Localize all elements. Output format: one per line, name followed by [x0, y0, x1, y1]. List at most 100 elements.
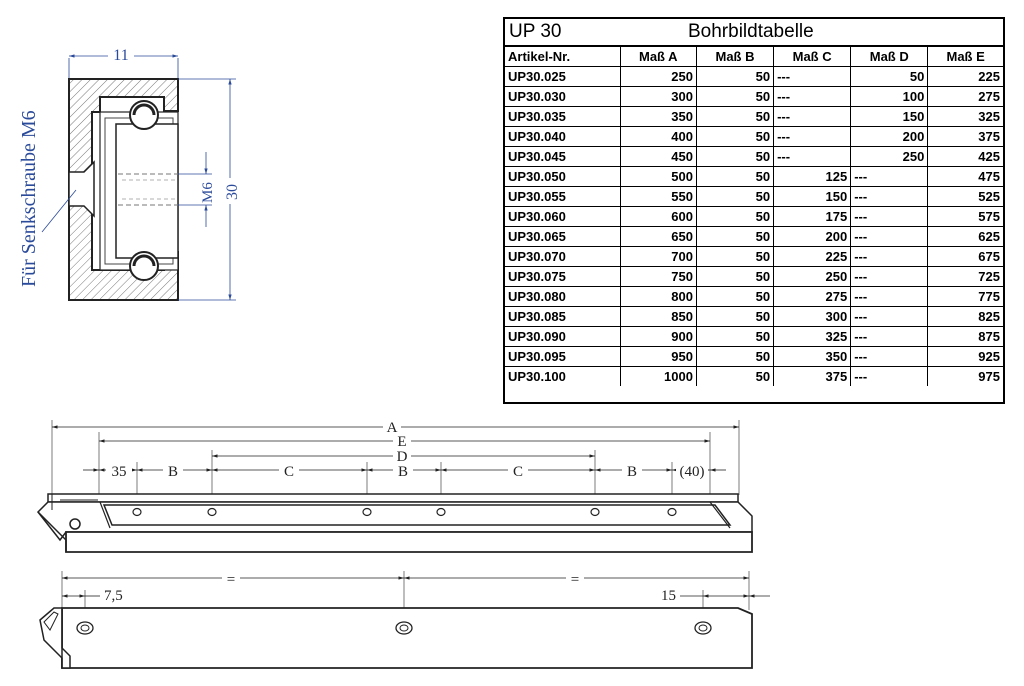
cell-value: 575 [927, 206, 1003, 228]
cell-artikel: UP30.050 [505, 166, 621, 188]
cell-value: 50 [850, 66, 929, 88]
cell-value: --- [850, 346, 929, 368]
cell-value: --- [850, 286, 929, 308]
cell-value: --- [850, 226, 929, 248]
cell-value: 800 [619, 286, 697, 308]
cell-value: --- [773, 86, 852, 108]
equal-left: = [227, 572, 235, 588]
cell-value: 50 [695, 106, 775, 128]
table-title-bar: UP 30 Bohrbildtabelle [505, 19, 1003, 47]
cell-artikel: UP30.095 [505, 346, 621, 368]
cell-artikel: UP30.030 [505, 86, 621, 108]
cell-value: 300 [773, 306, 852, 328]
dim-D: D [397, 449, 408, 465]
cell-value: --- [850, 186, 929, 208]
cell-value: --- [850, 366, 929, 387]
cell-value: 525 [927, 186, 1003, 208]
cell-artikel: UP30.085 [505, 306, 621, 328]
cell-value: 50 [695, 346, 775, 368]
cell-value: 600 [619, 206, 697, 228]
dim-B-2: B [398, 464, 408, 480]
cell-value: 325 [773, 326, 852, 348]
cell-value: 325 [927, 106, 1003, 128]
cell-value: 125 [773, 166, 852, 188]
cell-artikel: UP30.080 [505, 286, 621, 308]
equal-right: = [571, 572, 579, 588]
cell-value: 50 [695, 246, 775, 268]
cell-value: 250 [773, 266, 852, 288]
cell-value: 975 [927, 366, 1003, 387]
cell-artikel: UP30.100 [505, 366, 621, 387]
cell-value: 700 [619, 246, 697, 268]
col-header-a: Maß A [619, 47, 697, 68]
cell-value: --- [850, 246, 929, 268]
screw-note: Für Senkschraube M6 [18, 110, 40, 287]
col-header-artikel: Artikel-Nr. [505, 47, 621, 68]
dim-C-2: C [513, 464, 523, 480]
hole-right-icon [694, 621, 712, 635]
cell-value: 50 [695, 226, 775, 248]
cell-value: --- [850, 206, 929, 228]
cell-value: 50 [695, 86, 775, 108]
cell-value: 50 [695, 206, 775, 228]
cell-value: 50 [695, 366, 775, 387]
cell-value: --- [850, 326, 929, 348]
cell-value: 275 [773, 286, 852, 308]
cell-value: --- [773, 126, 852, 148]
cell-value: --- [850, 306, 929, 328]
col-header-d: Maß D [850, 47, 929, 68]
cell-value: 50 [695, 66, 775, 88]
dim-A: A [387, 420, 398, 436]
col-header-b: Maß B [695, 47, 775, 68]
cell-value: 200 [850, 126, 929, 148]
dim-C-1: C [284, 464, 294, 480]
section-height-label: 30 [224, 184, 241, 200]
table-header-row: Artikel-Nr. Maß A Maß B Maß C Maß D Maß … [505, 47, 1003, 68]
cell-value: 1000 [619, 366, 697, 387]
offset-right: 15 [661, 588, 676, 604]
cell-value: 225 [927, 66, 1003, 88]
cell-value: 375 [773, 366, 852, 387]
cell-value: 825 [927, 306, 1003, 328]
cell-value: 50 [695, 326, 775, 348]
roller-icon [69, 518, 81, 530]
cell-value: 50 [695, 186, 775, 208]
cell-value: 300 [619, 86, 697, 108]
cell-value: 350 [619, 106, 697, 128]
cell-artikel: UP30.055 [505, 186, 621, 208]
cell-value: 500 [619, 166, 697, 188]
cell-value: 425 [927, 146, 1003, 168]
product-code: UP 30 [509, 21, 562, 42]
cell-artikel: UP30.070 [505, 246, 621, 268]
cell-value: 275 [927, 86, 1003, 108]
hole-mid-icon [395, 621, 413, 635]
cell-value: 250 [619, 66, 697, 88]
thread-label: M6 [200, 182, 216, 203]
cell-value: 250 [850, 146, 929, 168]
cell-value: 100 [850, 86, 929, 108]
cell-value: 50 [695, 306, 775, 328]
cell-value: 900 [619, 326, 697, 348]
cell-artikel: UP30.025 [505, 66, 621, 88]
cell-artikel: UP30.090 [505, 326, 621, 348]
cell-value: 50 [695, 266, 775, 288]
dim-40: (40) [680, 464, 705, 480]
cell-artikel: UP30.060 [505, 206, 621, 228]
bohrbild-table: UP 30 Bohrbildtabelle Artikel-Nr. Maß A … [503, 17, 1005, 404]
cell-value: 175 [773, 206, 852, 228]
dim-B-1: B [168, 464, 178, 480]
cell-artikel: UP30.045 [505, 146, 621, 168]
cell-value: --- [773, 66, 852, 88]
cell-value: --- [850, 266, 929, 288]
cell-value: 475 [927, 166, 1003, 188]
